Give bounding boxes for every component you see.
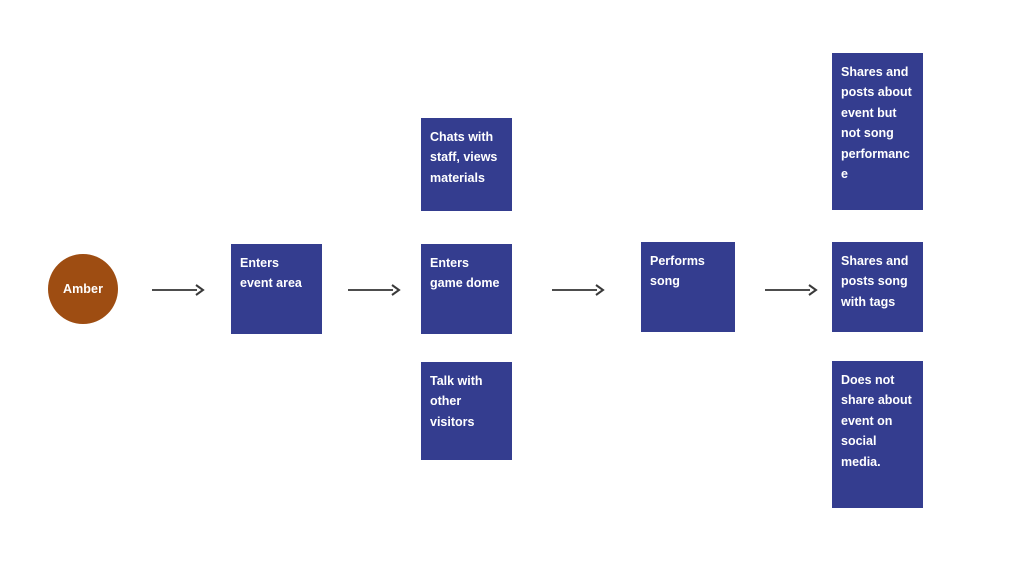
stage-node-shares-and-posts-song-with-tags[interactable]: Shares and posts song with tags xyxy=(832,242,923,332)
stage-label-performs-song: Performs song xyxy=(650,254,705,289)
branch-node-talk-with-other-visitors[interactable]: Talk with other visitors xyxy=(421,362,512,460)
arrow-stage-2-to-stage-3 xyxy=(552,280,605,300)
stage-node-performs-song[interactable]: Performs song xyxy=(641,242,735,332)
branch-label-chats-with-staff-views-materials: Chats with staff, views materials xyxy=(430,130,498,185)
stage-node-enters-event-area[interactable]: Enters event area xyxy=(231,244,322,334)
persona-label: Amber xyxy=(62,282,104,296)
branch-node-shares-and-posts-about-event-but-not-song-performance[interactable]: Shares and posts about event but not son… xyxy=(832,53,923,210)
stage-label-enters-game-dome: Enters game dome xyxy=(430,256,500,291)
branch-label-does-not-share-about-event-on-social-media: Does not share about event on social med… xyxy=(841,373,912,469)
arrow-stage-1-to-stage-2 xyxy=(348,280,401,300)
branch-label-talk-with-other-visitors: Talk with other visitors xyxy=(430,374,483,429)
arrow-persona-to-stage-1 xyxy=(152,280,205,300)
stage-node-enters-game-dome[interactable]: Enters game dome xyxy=(421,244,512,334)
stage-label-enters-event-area: Enters event area xyxy=(240,256,302,291)
stage-label-shares-and-posts-song-with-tags: Shares and posts song with tags xyxy=(841,254,909,309)
persona-node-amber[interactable]: Amber xyxy=(48,254,118,324)
branch-node-does-not-share-about-event-on-social-media[interactable]: Does not share about event on social med… xyxy=(832,361,923,508)
branch-node-chats-with-staff-views-materials[interactable]: Chats with staff, views materials xyxy=(421,118,512,211)
arrow-stage-3-to-stage-4 xyxy=(765,280,818,300)
branch-label-shares-and-posts-about-event-but-not-song-performance: Shares and posts about event but not son… xyxy=(841,65,912,182)
